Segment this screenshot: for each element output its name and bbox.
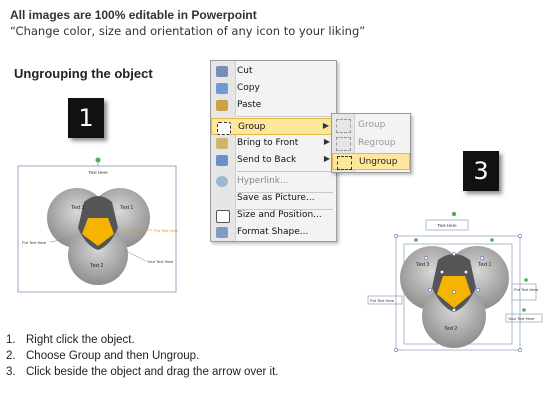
menu-item-group[interactable]: Group ▶ [211,118,336,135]
menu-item-save-as-picture[interactable]: Save as Picture... [237,193,315,203]
label-top: Text Here [437,223,457,228]
menu-item-copy[interactable]: Copy [211,80,336,97]
submenu-item-group[interactable]: Group [332,117,410,134]
globe-icon [216,176,228,187]
label-bottom-right: Your Text Here [147,259,174,264]
section-title: Ungrouping the object [14,66,153,81]
puzzle-center-yellow [82,218,114,246]
menu-item-hyperlink[interactable]: Hyperlink... [211,173,336,190]
label-top: Text Here [88,170,108,175]
menu-item-bring-to-front[interactable]: Bring to Front ▶ [211,135,336,152]
label-text2: Text 2 [444,326,458,332]
bring-front-icon [216,138,228,149]
circle-text2 [68,225,128,285]
size-icon [216,210,230,223]
instruction-step: 3.Click beside the object and drag the a… [6,366,279,378]
submenu-arrow-icon: ▶ [323,137,330,146]
format-shape-icon [216,227,228,238]
menu-item-send-to-back[interactable]: Send to Back ▶ [211,152,336,169]
menu-item-cut[interactable]: Cut [211,63,336,80]
circle-text2 [422,284,486,348]
group-icon [217,122,231,135]
label-text1: Text 1 [120,205,134,211]
header-title: All images are 100% editable in Powerpoi… [10,8,257,22]
group-submenu: Group Regroup Ungroup [331,113,411,173]
ungroup-icon [337,156,352,170]
label-left: Put Text Here [22,240,47,245]
label-left: Put Text Here [370,298,395,303]
label-text3: Text 3 [416,262,430,268]
label-text2: Text 2 [90,263,104,269]
menu-item-format-shape[interactable]: Format Shape... [211,224,336,241]
submenu-item-ungroup[interactable]: Ungroup [332,153,410,170]
header-subtitle: “Change color, size and orientation of a… [10,24,366,38]
instruction-list: 1.Right click the object. 2.Choose Group… [6,332,279,380]
send-back-icon [216,155,228,166]
submenu-arrow-icon: ▶ [322,121,329,130]
label-right: Put Text Here [154,228,179,233]
step-badge-3: 3 [463,151,499,191]
step-badge-1: 1 [68,98,104,138]
label-right: Put Text Here [514,287,539,292]
label-text3: Text 3 [71,205,85,211]
submenu-item-regroup[interactable]: Regroup [332,135,410,152]
label-bottom-right: Your Text Here [508,316,535,321]
instruction-step: 2.Choose Group and then Ungroup. [6,350,200,362]
context-menu: Cut Copy Paste Group ▶ Bring to Front ▶ … [210,60,337,242]
menu-item-size-and-position[interactable]: Size and Position... [211,207,336,224]
rotate-handle[interactable] [451,211,457,217]
regroup-icon [336,137,351,151]
submenu-arrow-icon: ▶ [323,154,330,163]
group-icon [336,119,351,133]
selection-box [17,165,177,293]
rotate-handle[interactable] [95,157,101,163]
instruction-step: 1.Right click the object. [6,334,135,346]
venn-puzzle-diagram-ungrouped[interactable]: Text Here Text 3 Text 1 Text 2 Put Text … [366,210,546,355]
menu-item-paste[interactable]: Paste [211,97,336,114]
paste-icon [216,100,228,111]
copy-icon [216,83,228,94]
venn-puzzle-diagram-grouped[interactable]: Text Here Text 3 Text 1 Text 2 Put Text … [14,150,184,295]
scissors-icon [216,66,228,77]
label-text1: Text 1 [478,262,492,268]
